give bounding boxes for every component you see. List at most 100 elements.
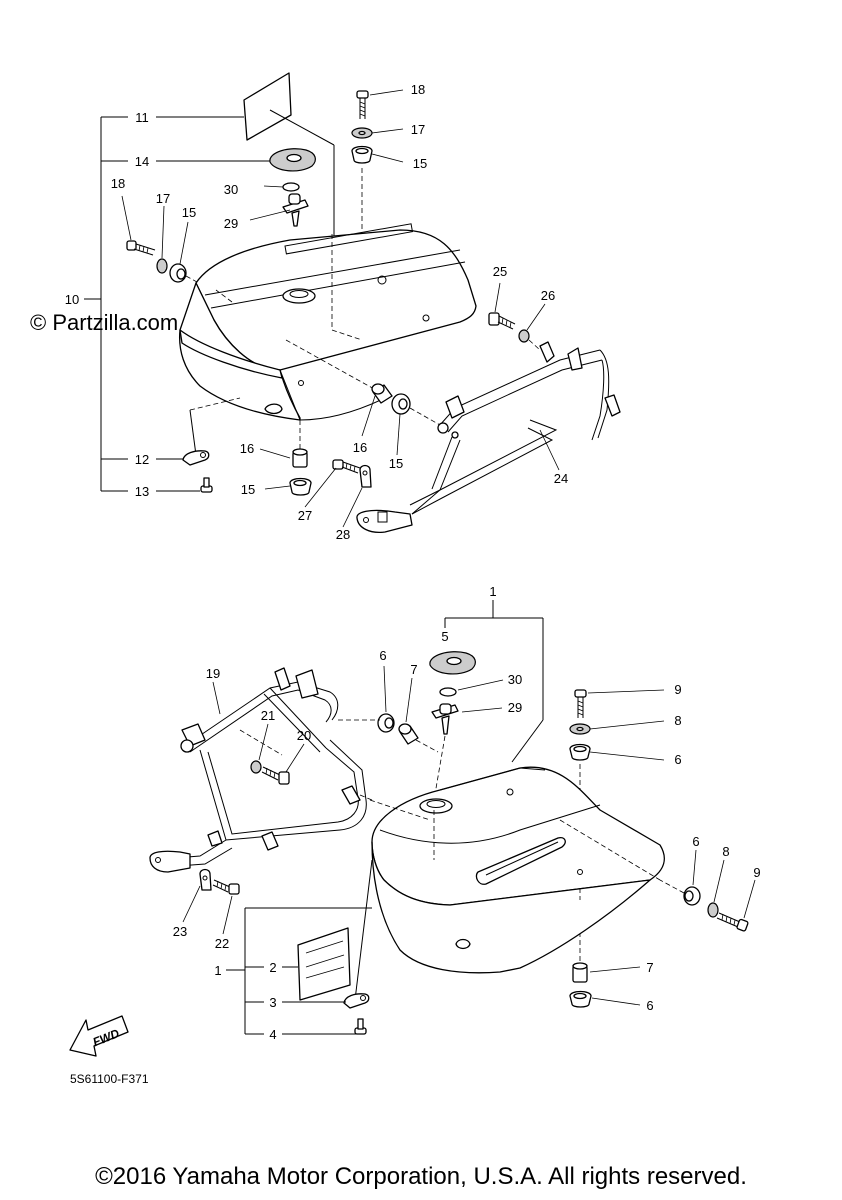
callout-14: 14 [135, 154, 149, 169]
lower-group-bracket-left [226, 907, 372, 1035]
callout-10: 10 [65, 292, 79, 307]
grommet-6-top [569, 743, 591, 761]
callout-15-mid: 15 [389, 456, 403, 471]
hook-3 [343, 993, 370, 1009]
callout-3: 3 [269, 995, 276, 1010]
plate-23 [199, 868, 212, 891]
washer-26 [518, 329, 530, 343]
figure-code: 5S61100-F371 [70, 1072, 149, 1086]
callout-5: 5 [441, 629, 448, 644]
callout-22: 22 [215, 936, 229, 951]
screw-4 [354, 1018, 367, 1035]
callout-16-left: 16 [240, 441, 254, 456]
callout-23: 23 [173, 924, 187, 939]
lock-29 [282, 193, 309, 227]
upper-assembly: 11 14 10 12 13 18 17 15 30 29 18 17 15 2… [30, 72, 621, 542]
cap-14 [269, 148, 316, 172]
plate-28 [359, 464, 372, 488]
label-plate-11 [243, 72, 335, 240]
collar-16-lower [292, 448, 308, 468]
washer-8-side [707, 902, 719, 918]
callout-21: 21 [261, 708, 275, 723]
grommet-15-mid [391, 393, 411, 415]
washer-21 [250, 760, 262, 774]
bolt-9-side [716, 912, 749, 932]
grommet-6-frame [377, 713, 395, 733]
lock-29-lower [431, 703, 459, 735]
callout-18-top: 18 [411, 82, 425, 97]
copyright-notice: ©2016 Yamaha Motor Corporation, U.S.A. A… [95, 1163, 747, 1190]
grommet-6-lower [569, 990, 592, 1008]
hook-12 [182, 450, 210, 466]
label-2 [297, 927, 351, 1001]
callout-11: 11 [135, 110, 149, 125]
callout-28: 28 [336, 527, 350, 542]
grommet-6-side [683, 886, 701, 906]
bolt-18-side [126, 240, 156, 256]
callout-6-frame: 6 [379, 648, 386, 663]
callout-30-lower: 30 [508, 672, 522, 687]
callout-6-lower: 6 [646, 998, 653, 1013]
grommet-15-upper [351, 145, 373, 164]
lower-assembly: FWD 1 5 6 7 30 [69, 584, 761, 1086]
callout-26: 26 [541, 288, 555, 303]
callout-7-lower: 7 [646, 960, 653, 975]
bolt-22 [212, 879, 240, 895]
callout-9-side: 9 [753, 865, 760, 880]
collar-7-frame [398, 723, 419, 745]
bolt-20 [261, 766, 290, 785]
callout-19: 19 [206, 666, 220, 681]
callout-8-side: 8 [722, 844, 729, 859]
screw-13 [200, 477, 213, 493]
callout-29-upper: 29 [224, 216, 238, 231]
callout-1-top: 1 [489, 584, 496, 599]
callout-29-lower: 29 [508, 700, 522, 715]
callout-17-top: 17 [411, 122, 425, 137]
callout-2: 2 [269, 960, 276, 975]
callout-25: 25 [493, 264, 507, 279]
o-ring-30-lower [439, 687, 457, 697]
watermark: © Partzilla.com [30, 310, 178, 335]
collar-7-lower [572, 962, 588, 983]
callout-4: 4 [269, 1027, 276, 1042]
lower-leaders [182, 665, 756, 1006]
callout-20: 20 [297, 728, 311, 743]
callout-8-top: 8 [674, 713, 681, 728]
o-ring-30 [282, 182, 300, 192]
callout-18-side: 18 [111, 176, 125, 191]
callout-17-side: 17 [156, 191, 170, 206]
grommet-15-side [169, 263, 187, 283]
bolt-25 [488, 312, 516, 330]
grommet-15-lower [289, 477, 312, 496]
bolt-27 [332, 459, 361, 474]
support-frame-24 [356, 341, 621, 534]
upper-group-bracket [84, 116, 278, 492]
callout-15-low: 15 [241, 482, 255, 497]
bolt-9-top [574, 689, 587, 718]
cap-5 [429, 651, 476, 675]
callout-16-mid: 16 [353, 440, 367, 455]
callout-15-side: 15 [182, 205, 196, 220]
callout-12: 12 [135, 452, 149, 467]
callout-1-left: 1 [214, 963, 221, 978]
callout-6-side: 6 [692, 834, 699, 849]
fwd-arrow-icon: FWD [69, 1015, 129, 1057]
callout-27: 27 [298, 508, 312, 523]
callout-9-top: 9 [674, 682, 681, 697]
callout-7-frame: 7 [410, 662, 417, 677]
upper-leaders [121, 89, 560, 528]
upper-callouts: 11 14 10 12 13 18 17 15 30 29 18 17 15 2… [65, 82, 568, 542]
collar-16-mid [371, 383, 393, 404]
saddlebag-1 [354, 766, 665, 1001]
support-frame-19 [149, 667, 380, 873]
callout-24: 24 [554, 471, 568, 486]
lower-callouts: 1 5 6 7 30 29 9 8 6 19 21 20 23 22 1 2 3… [173, 584, 761, 1042]
callout-13: 13 [135, 484, 149, 499]
callout-15-top: 15 [413, 156, 427, 171]
callout-6-top: 6 [674, 752, 681, 767]
bolt-18-upper [356, 90, 369, 119]
saddlebag-10 [178, 223, 477, 456]
washer-17-side [156, 258, 168, 274]
callout-30-upper: 30 [224, 182, 238, 197]
